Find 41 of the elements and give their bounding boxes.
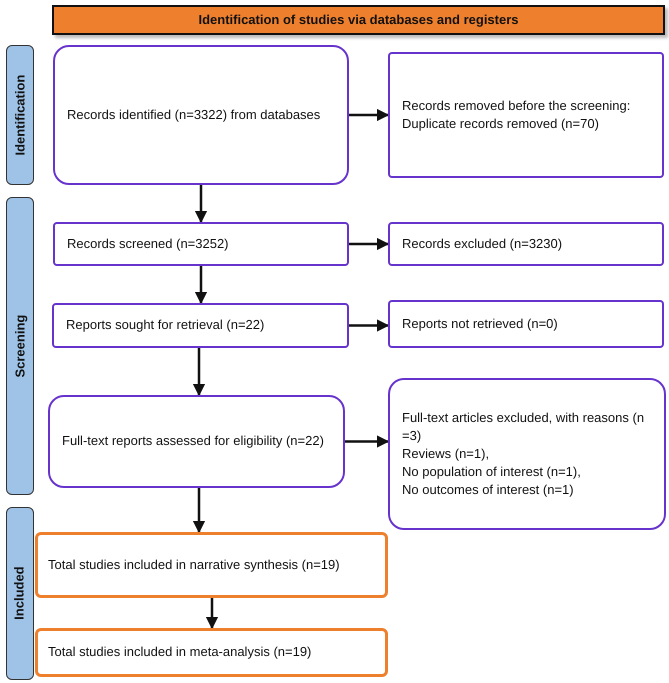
box-text: Records screened (n=3252): [67, 234, 230, 253]
stage-band: [6, 507, 34, 680]
box-text: No outcomes of interest (n=1): [402, 481, 575, 500]
result-box: [35, 628, 388, 677]
result-box: [35, 532, 388, 598]
process-box: [53, 45, 349, 185]
arrow: [349, 238, 390, 250]
box-text: Records excluded (n=3230): [402, 234, 564, 253]
arrow: [349, 319, 390, 332]
process-box: [388, 52, 664, 178]
process-box: [388, 300, 664, 348]
box-text: Reviews (n=1),: [402, 444, 490, 463]
stage-label: Included: [10, 566, 28, 620]
box-text: Records removed before the screening:: [402, 96, 632, 115]
stage-band: [6, 45, 34, 185]
arrow: [192, 348, 206, 396]
arrow: [349, 108, 390, 122]
box-text: Duplicate records removed (n=70): [402, 115, 600, 133]
box-text: No population of interest (n=1),: [402, 463, 582, 482]
box-text: Full-text articles excluded, with reasons (n =3): [402, 408, 646, 445]
box-text: Records identified (n=3322) from databases: [67, 106, 322, 124]
process-box: [388, 222, 664, 266]
title-banner: [52, 5, 665, 35]
box-text: Total studies included in narrative synthesis (n=19): [48, 556, 341, 574]
arrow: [194, 266, 208, 304]
arrow: [206, 598, 218, 630]
process-box: [388, 378, 666, 530]
process-box: [48, 395, 345, 488]
stage-band: [6, 197, 34, 495]
stage-label: Screening: [10, 314, 28, 378]
box-text: Reports not retrieved (n=0): [402, 314, 559, 333]
process-box: [52, 303, 349, 348]
box-text: Full-text reports assessed for eligibility (n=22): [62, 432, 325, 450]
arrow: [192, 488, 206, 534]
arrow: [345, 435, 390, 448]
banner-title: Identification of studies via databases and registers: [198, 10, 519, 29]
stage-label: Identification: [10, 74, 28, 156]
box-text: Total studies included in meta-analysis (n=19): [48, 643, 312, 662]
process-box: [53, 222, 349, 266]
arrow: [194, 185, 208, 224]
box-text: Reports sought for retrieval (n=22): [66, 316, 266, 334]
